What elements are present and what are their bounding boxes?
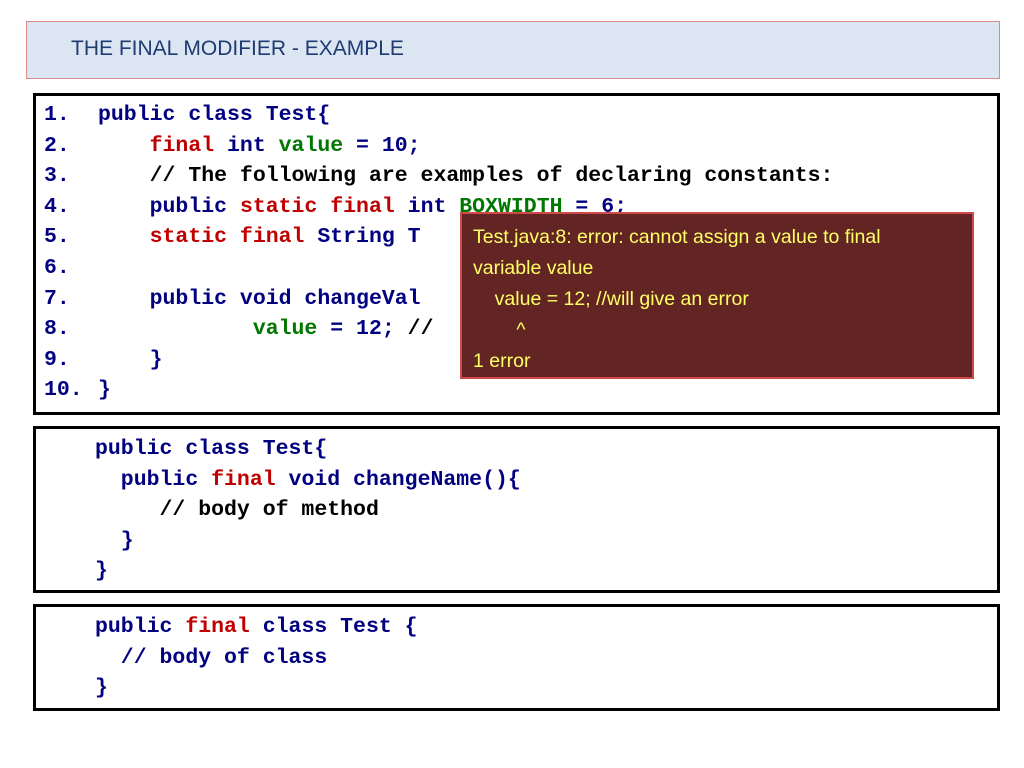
code-token: public xyxy=(95,467,212,492)
code-token: String T xyxy=(304,225,421,250)
code-token xyxy=(98,134,150,158)
code-token: // body of class xyxy=(95,645,328,670)
code-token: } xyxy=(95,559,108,584)
line-number: 8. xyxy=(44,317,70,342)
line-number: 9. xyxy=(44,347,70,372)
error-line: Test.java:8: error: cannot assign a valu… xyxy=(473,226,881,248)
code-token xyxy=(98,225,150,249)
code-token: public xyxy=(98,194,240,219)
line-number: 7. xyxy=(44,286,70,311)
code-box-final-method: public class Test{ public final void cha… xyxy=(33,426,1000,593)
code-line: // body of class xyxy=(95,643,327,674)
code-token: } xyxy=(95,528,134,553)
error-line: 1 error xyxy=(473,350,531,372)
code-token: public xyxy=(95,615,186,639)
code-line: public final class Test { xyxy=(95,612,418,643)
code-token: // xyxy=(407,317,434,342)
code-token: final xyxy=(185,615,250,639)
slide-title: THE FINAL MODIFIER - EXAMPLE xyxy=(71,37,404,60)
code-line: // body of method xyxy=(95,495,379,526)
code-line: 8. value = 12; // xyxy=(44,314,433,345)
compiler-error-popup: Test.java:8: error: cannot assign a valu… xyxy=(460,212,974,379)
error-line: variable value xyxy=(473,257,594,279)
slide-title-bar: THE FINAL MODIFIER - EXAMPLE xyxy=(26,21,1000,79)
line-number: 1. xyxy=(44,103,70,127)
error-line: ^ xyxy=(473,319,526,341)
code-token: int xyxy=(394,194,460,219)
code-line: } xyxy=(95,673,108,704)
code-line: 7. public void changeVal xyxy=(44,284,421,315)
code-line: 5. static final String T xyxy=(44,222,421,253)
code-line: 9. } xyxy=(44,345,163,376)
code-token: public class Test{ xyxy=(98,103,331,127)
code-line: public class Test{ xyxy=(95,434,327,465)
code-line: 1. public class Test{ xyxy=(44,100,330,131)
code-token: static final xyxy=(149,225,305,250)
code-token: } xyxy=(98,378,111,403)
code-line: public final void changeName(){ xyxy=(95,465,521,496)
code-token: public void changeVal xyxy=(98,286,421,311)
code-box-final-class: public final class Test { // body of cla… xyxy=(33,604,1000,711)
code-token: final xyxy=(211,467,276,492)
error-line: value = 12; //will give an error xyxy=(473,288,749,310)
code-line: } xyxy=(95,556,108,587)
code-token: value xyxy=(252,317,318,342)
code-token: = 12; xyxy=(317,317,408,342)
code-token: // body of method xyxy=(95,498,379,523)
line-number: 4. xyxy=(44,194,70,219)
code-line: 6. xyxy=(44,253,98,284)
code-token: } xyxy=(95,676,108,701)
code-line: 3. // The following are examples of decl… xyxy=(44,161,833,192)
code-token: int xyxy=(214,133,279,158)
code-token xyxy=(98,317,253,341)
code-token: class Test { xyxy=(249,615,418,639)
code-token: = 10; xyxy=(343,133,421,158)
code-token: // The following are examples of declari… xyxy=(98,164,834,189)
code-token: value xyxy=(278,133,344,158)
code-token: } xyxy=(98,347,163,372)
code-line: 2. final int value = 10; xyxy=(44,131,421,162)
code-token: public class Test{ xyxy=(95,437,328,461)
line-number: 5. xyxy=(44,225,70,250)
code-token: void changeName(){ xyxy=(275,467,521,492)
line-number: 10. xyxy=(44,378,83,403)
line-number: 3. xyxy=(44,164,70,189)
line-number: 6. xyxy=(44,256,70,280)
code-line: } xyxy=(95,526,134,557)
code-token: static final xyxy=(239,194,395,219)
code-token: final xyxy=(149,133,215,158)
line-number: 2. xyxy=(44,133,70,158)
code-line: 10.} xyxy=(44,375,111,406)
